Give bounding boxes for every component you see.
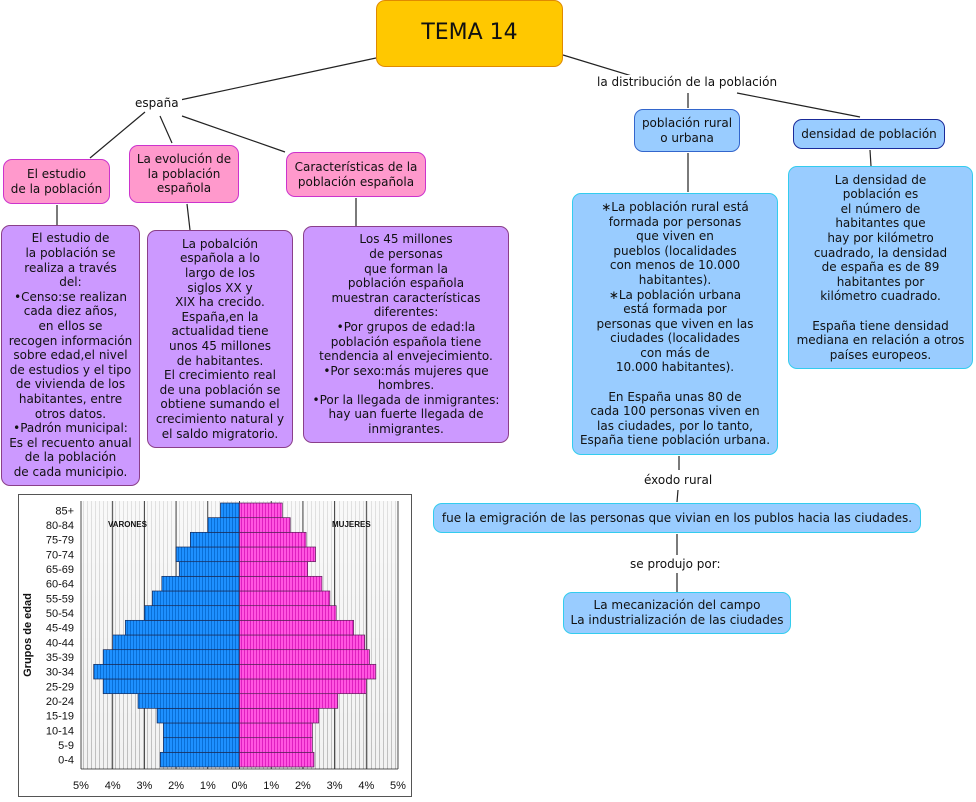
y-tick-label: 5-9 [58, 740, 74, 752]
y-tick-label: 70-74 [46, 549, 74, 561]
branch-label-espana: españa [132, 96, 182, 110]
bar-mujeres-25-29 [239, 678, 367, 695]
bar-varones-15-19 [156, 707, 240, 724]
detail-estudio[interactable]: El estudio de la población se realiza a … [1, 225, 140, 486]
link-label-exodo: éxodo rural [641, 473, 716, 487]
y-tick-label: 10-14 [46, 725, 74, 737]
bar-mujeres-75-79 [239, 531, 307, 548]
bar-varones-30-34 [93, 663, 240, 680]
topic-caracteristicas[interactable]: Características de la población española [286, 152, 426, 197]
bar-varones-55-59 [151, 590, 240, 607]
bar-varones-35-39 [102, 649, 240, 665]
bar-mujeres-40-44 [239, 634, 366, 651]
bar-varones-5-9 [163, 737, 240, 753]
y-tick-label: 65-69 [46, 564, 74, 576]
bar-varones-65-69 [178, 561, 240, 577]
node-exodo[interactable]: fue la emigración de las personas que vi… [433, 503, 921, 533]
bar-mujeres-80-84 [239, 517, 291, 533]
bar-varones-0-4 [159, 751, 240, 768]
x-tick-label: 3% [327, 780, 343, 792]
y-tick-label: 80-84 [46, 520, 74, 532]
x-tick-label: 0% [232, 780, 248, 792]
bar-mujeres-5-9 [239, 737, 313, 753]
y-tick-label: 25-29 [46, 681, 74, 693]
bar-varones-50-54 [144, 605, 240, 621]
x-tick-label: 5% [73, 780, 89, 792]
y-tick-label: 50-54 [46, 608, 74, 620]
y-tick-label: 30-34 [46, 667, 74, 679]
y-tick-label: 20-24 [46, 696, 74, 708]
bar-mujeres-60-64 [239, 575, 323, 592]
y-tick-label: 35-39 [46, 652, 74, 664]
bar-mujeres-0-4 [239, 751, 315, 768]
y-tick-label: 55-59 [46, 593, 74, 605]
bar-varones-85+ [220, 502, 240, 519]
topic-densidad[interactable]: densidad de población [793, 119, 945, 149]
x-tick-label: 4% [358, 780, 374, 792]
detail-densidad[interactable]: La densidad de población es el número de… [788, 166, 973, 369]
legend-mujeres: MUJERES [332, 520, 371, 529]
pyramid-svg: 0-4 5-9 10-14 15-19 20-24 25-29 30-34 35-39 40-4… [22, 501, 406, 792]
x-tick-label: 1% [263, 780, 279, 792]
bar-mujeres-85+ [239, 502, 283, 519]
y-tick-label: 40-44 [46, 637, 74, 649]
legend-varones: VARONES [108, 520, 148, 529]
bar-varones-10-14 [163, 722, 240, 739]
y-tick-label: 60-64 [46, 579, 74, 591]
x-tick-label: 2% [168, 780, 184, 792]
bar-mujeres-55-59 [239, 590, 331, 607]
node-causas[interactable]: La mecanización del campo La industriali… [563, 592, 791, 634]
topic-estudio[interactable]: El estudio de la población [3, 159, 110, 204]
bar-mujeres-45-49 [239, 619, 354, 636]
y-tick-label: 75-79 [46, 535, 74, 547]
bar-varones-75-79 [190, 531, 240, 548]
x-tick-label: 2% [295, 780, 311, 792]
detail-rural-urbana[interactable]: ∗La población rural está formada por per… [572, 193, 778, 455]
bar-varones-20-24 [137, 693, 240, 709]
x-tick-label: 3% [136, 780, 152, 792]
bar-mujeres-50-54 [239, 605, 337, 621]
population-pyramid-chart: 0-4 5-9 10-14 15-19 20-24 25-29 30-34 35-39 40-4… [18, 494, 412, 797]
bar-varones-40-44 [112, 634, 240, 651]
y-tick-label: 85+ [55, 505, 74, 517]
topic-rural-urbana[interactable]: población rural o urbana [634, 109, 740, 152]
bar-mujeres-65-69 [239, 561, 309, 577]
bar-mujeres-10-14 [239, 722, 313, 739]
bar-mujeres-70-74 [239, 546, 316, 563]
root-node-tema[interactable]: TEMA 14 [376, 0, 563, 67]
y-tick-label: 45-49 [46, 623, 74, 635]
x-tick-label: 4% [105, 780, 121, 792]
y-tick-label: 15-19 [46, 711, 74, 723]
bar-varones-45-49 [125, 619, 240, 636]
branch-label-distribucion: la distribución de la población [594, 75, 781, 89]
detail-evolucion[interactable]: La pobalción española a lo largo de los … [147, 230, 293, 448]
topic-evolucion[interactable]: La evolución de la población española [129, 145, 239, 203]
x-tick-label: 1% [200, 780, 216, 792]
detail-caracteristicas[interactable]: Los 45 millones de personas que forman l… [303, 226, 509, 443]
bar-mujeres-15-19 [239, 707, 320, 724]
bar-mujeres-20-24 [239, 693, 339, 709]
bar-varones-25-29 [102, 678, 240, 695]
link-label-causas: se produjo por: [627, 557, 724, 571]
y-tick-label: 0-4 [58, 755, 74, 767]
bar-varones-80-84 [207, 517, 240, 533]
x-tick-label: 5% [390, 780, 406, 792]
bar-varones-70-74 [175, 546, 240, 563]
bar-mujeres-35-39 [239, 649, 370, 665]
bar-mujeres-30-34 [239, 663, 377, 680]
y-axis-label: Grupos de edad [22, 593, 34, 677]
bar-varones-60-64 [161, 575, 240, 592]
